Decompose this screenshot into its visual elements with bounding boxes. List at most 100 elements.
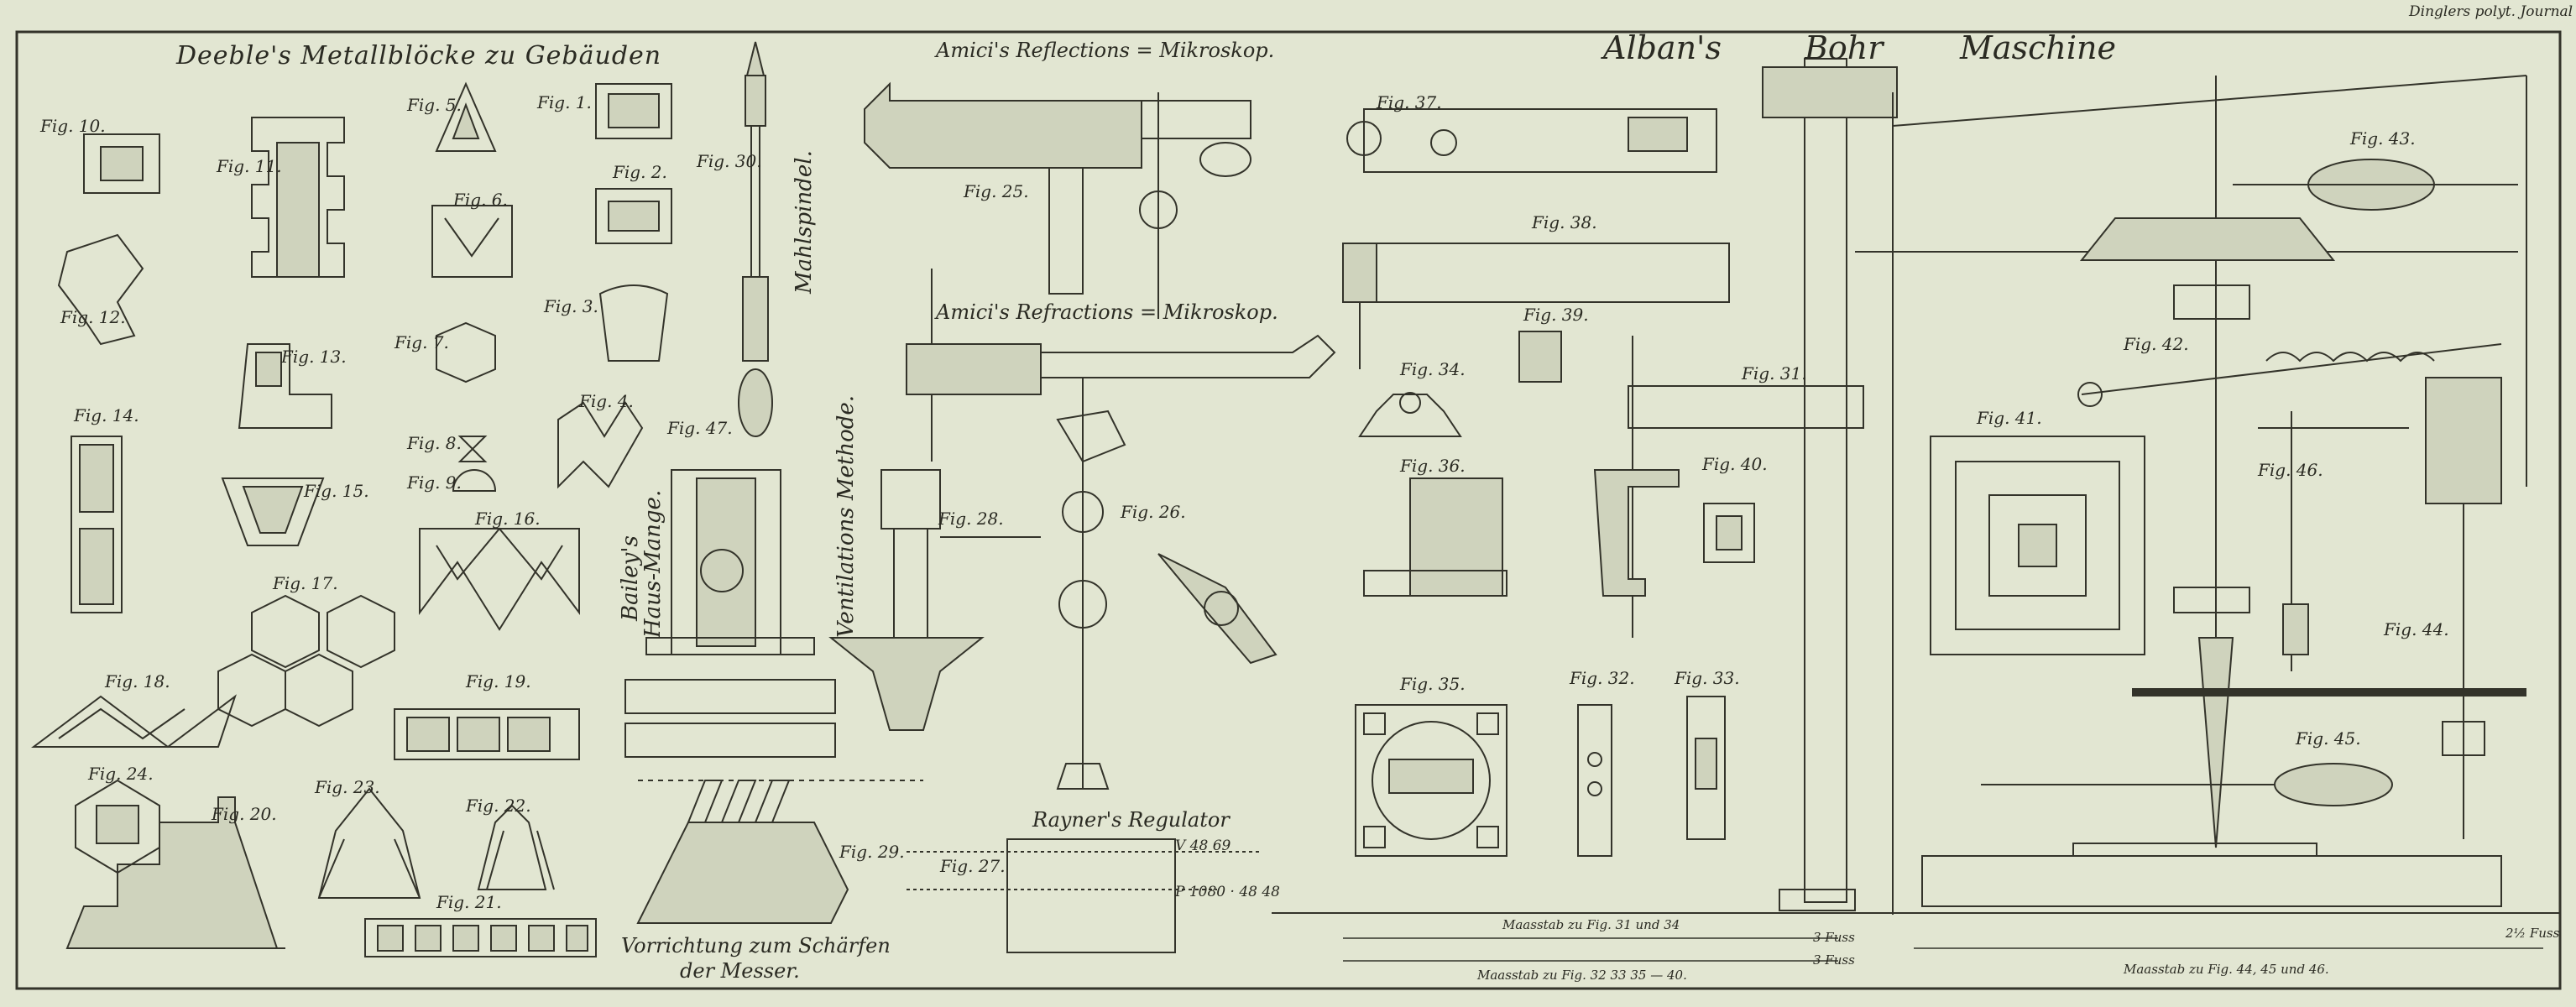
fig31-drawing	[1593, 336, 1864, 638]
plate-border	[15, 30, 2562, 990]
fig25-drawing	[864, 81, 1251, 319]
fig36-drawing	[1363, 477, 1507, 597]
fig43-label: Fig. 43.	[2350, 128, 2416, 149]
fig13-label: Fig. 13.	[281, 347, 347, 367]
fig26-label: Fig. 26.	[1121, 502, 1186, 522]
fig21-drawing	[364, 918, 597, 957]
fig38-label: Fig. 38.	[1532, 212, 1597, 232]
ventilation-drawing	[828, 469, 1041, 731]
fig10-drawing	[83, 133, 160, 194]
fig20-label: Fig. 20.	[212, 804, 277, 824]
scale-bars	[1343, 937, 2543, 962]
journal-header: Dinglers polyt. Journal Bd. XXXII Tb. VI…	[2409, 3, 2576, 20]
fig8-drawing	[457, 436, 488, 462]
fig23-drawing	[317, 787, 421, 899]
scale-label-1: Maasstab zu Fig. 31 und 34	[1502, 917, 1680, 932]
fig46-drawing	[2258, 411, 2409, 671]
fig35-drawing	[1355, 704, 1507, 857]
fig43-drawing	[2233, 159, 2518, 211]
fig11-drawing	[251, 117, 345, 278]
fig44-drawing	[2132, 377, 2526, 839]
fig6-label: Fig. 6.	[453, 190, 508, 210]
fig35-label: Fig. 35.	[1400, 674, 1466, 694]
fig4-label: Fig. 4.	[579, 391, 634, 411]
fig19-label: Fig. 19.	[466, 671, 531, 691]
fig17-label: Fig. 17.	[273, 573, 338, 593]
vorrichtung-title-1: Vorrichtung zum Schärfen	[621, 934, 891, 957]
fig7-label: Fig. 7.	[394, 332, 449, 352]
alban-title-2: Bohr	[1805, 29, 1884, 66]
fig40-label: Fig. 40.	[1702, 454, 1768, 474]
fig16-drawing	[419, 527, 580, 631]
bailey-label-2: Haus-Mange.	[640, 489, 666, 638]
alban-title-3: Maschine	[1960, 29, 2116, 66]
fig9-label: Fig. 9.	[407, 472, 462, 493]
frame-drawing	[1855, 75, 2527, 915]
rayner-value-top: V 48 69	[1175, 837, 1231, 854]
fig42-drawing	[2077, 343, 2502, 407]
fig22-label: Fig. 22.	[466, 796, 531, 816]
deeble-title: Deeble's Metallblöcke zu Gebäuden	[176, 41, 662, 70]
amici-refraction-title: Amici's Refractions = Mikroskop.	[936, 300, 1278, 324]
fig7-drawing	[436, 321, 496, 383]
fig19-drawing	[394, 708, 580, 760]
fig2-label: Fig. 2.	[613, 162, 667, 182]
fig47-label: Fig. 47.	[667, 418, 733, 438]
fig1-label: Fig. 1.	[537, 92, 592, 112]
fig46-label: Fig. 46.	[2258, 460, 2323, 480]
fig31-label: Fig. 31.	[1742, 363, 1807, 383]
fig39-label: Fig. 39.	[1523, 305, 1589, 325]
fig39-drawing	[1518, 331, 1562, 383]
fig18-label: Fig. 18.	[105, 671, 170, 691]
fig44-label: Fig. 44.	[2384, 619, 2449, 639]
fig33-drawing	[1686, 696, 1726, 840]
fig4-drawing	[557, 401, 644, 489]
fig1-drawing	[595, 83, 672, 139]
fig24-label: Fig. 24.	[88, 764, 154, 784]
fig29-drawing	[636, 780, 923, 924]
column-A-drawing	[1762, 58, 1898, 911]
fig32-drawing	[1577, 704, 1612, 857]
scale-label-3: Maasstab zu Fig. 44, 45 und 46.	[2124, 962, 2329, 977]
fig14-label: Fig. 14.	[74, 405, 139, 425]
ventilation-label: Ventilations Methode.	[833, 394, 859, 638]
fig14-drawing	[71, 436, 123, 613]
fig15-drawing	[221, 477, 325, 546]
fig6-drawing	[431, 205, 513, 278]
fig41-label: Fig. 41.	[1977, 408, 2042, 428]
fig29-label: Fig. 29.	[839, 842, 905, 862]
scale-label-2: Maasstab zu Fig. 32 33 35 — 40.	[1477, 968, 1687, 983]
scale-fuss-3: 2½ Fuss	[2505, 926, 2560, 941]
fig11-label: Fig. 11.	[217, 156, 282, 176]
scale-fuss-1: 3 Fuss	[1813, 930, 1855, 945]
fig16-label: Fig. 16.	[475, 509, 541, 529]
vorrichtung-title-2: der Messer.	[680, 959, 800, 983]
fig25-label: Fig. 25.	[964, 181, 1029, 201]
fig17-drawing	[217, 594, 395, 728]
fig18-drawing	[31, 694, 237, 749]
fig45-drawing	[1981, 763, 2393, 806]
fig24-drawing	[75, 779, 160, 874]
fig23-label: Fig. 23.	[315, 777, 380, 797]
fig27-label: Fig. 27.	[940, 856, 1006, 876]
scale-fuss-2: 3 Fuss	[1813, 952, 1855, 968]
fig12-label: Fig. 12.	[60, 307, 126, 327]
fig36-label: Fig. 36.	[1400, 456, 1466, 476]
fig41-drawing	[1930, 436, 2145, 655]
rayner-title: Rayner's Regulator	[1032, 808, 1230, 832]
fig12-drawing	[57, 233, 144, 346]
fig3-label: Fig. 3.	[544, 296, 598, 316]
fig30-label: Fig. 30.	[697, 151, 762, 171]
fig27-drawing	[907, 838, 1259, 953]
fig22-drawing	[477, 804, 555, 890]
fig34-label: Fig. 34.	[1400, 359, 1466, 379]
fig26-drawing	[906, 269, 1336, 790]
fig20-drawing	[65, 796, 285, 949]
fig34-drawing	[1358, 392, 1462, 437]
alban-title-1: Alban's	[1603, 29, 1722, 66]
fig40-drawing	[1703, 503, 1755, 563]
fig33-label: Fig. 33.	[1675, 668, 1740, 688]
fig45-label: Fig. 45.	[2296, 728, 2361, 749]
